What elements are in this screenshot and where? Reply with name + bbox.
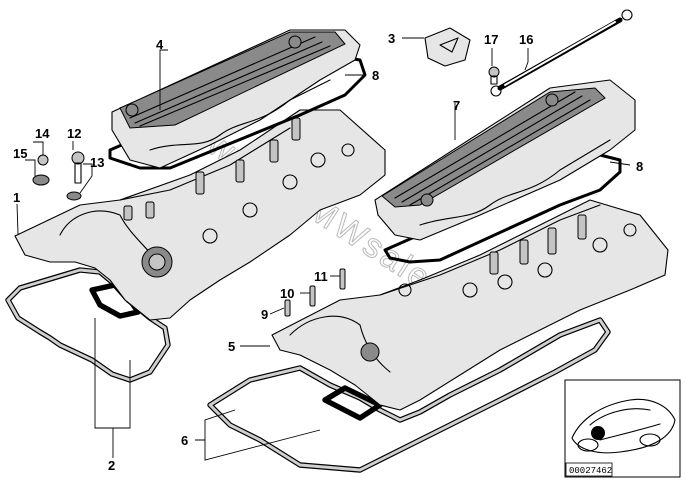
cover-gasket-right — [383, 153, 622, 264]
head-cover-left — [111, 29, 361, 169]
callout-14: 14 — [35, 126, 50, 141]
callout-12: 12 — [67, 126, 81, 141]
vehicle-inset: 00027462 — [564, 379, 681, 478]
ground-strap — [490, 9, 633, 97]
callouts: 1 2 3 4 5 6 7 8 8 9 10 11 12 13 14 15 16… — [13, 31, 643, 473]
cylinder-head-right — [271, 199, 669, 411]
part-bolt — [488, 66, 500, 85]
callout-2: 2 — [108, 458, 115, 473]
callout-5: 5 — [228, 339, 235, 354]
callout-8-lower: 8 — [636, 159, 643, 174]
part-cap — [424, 27, 471, 67]
callout-1: 1 — [13, 190, 20, 205]
callout-3: 3 — [388, 31, 395, 46]
callout-7: 7 — [453, 98, 460, 113]
fasteners — [32, 151, 85, 201]
leader-lines — [16, 37, 631, 461]
callout-13: 13 — [90, 155, 104, 170]
cylinder-head-left — [14, 109, 386, 321]
pins — [284, 268, 346, 317]
callout-8-upper: 8 — [372, 68, 379, 83]
head-cover-right — [374, 79, 636, 241]
callout-17: 17 — [484, 32, 498, 47]
callout-16: 16 — [519, 32, 533, 47]
reference-code: 00027462 — [569, 466, 612, 476]
callout-11: 11 — [314, 269, 328, 284]
location-marker-icon — [591, 426, 605, 440]
callout-6: 6 — [181, 433, 188, 448]
callout-9: 9 — [261, 307, 268, 322]
callout-15: 15 — [13, 146, 27, 161]
callout-4: 4 — [156, 37, 164, 52]
callout-10: 10 — [280, 286, 294, 301]
